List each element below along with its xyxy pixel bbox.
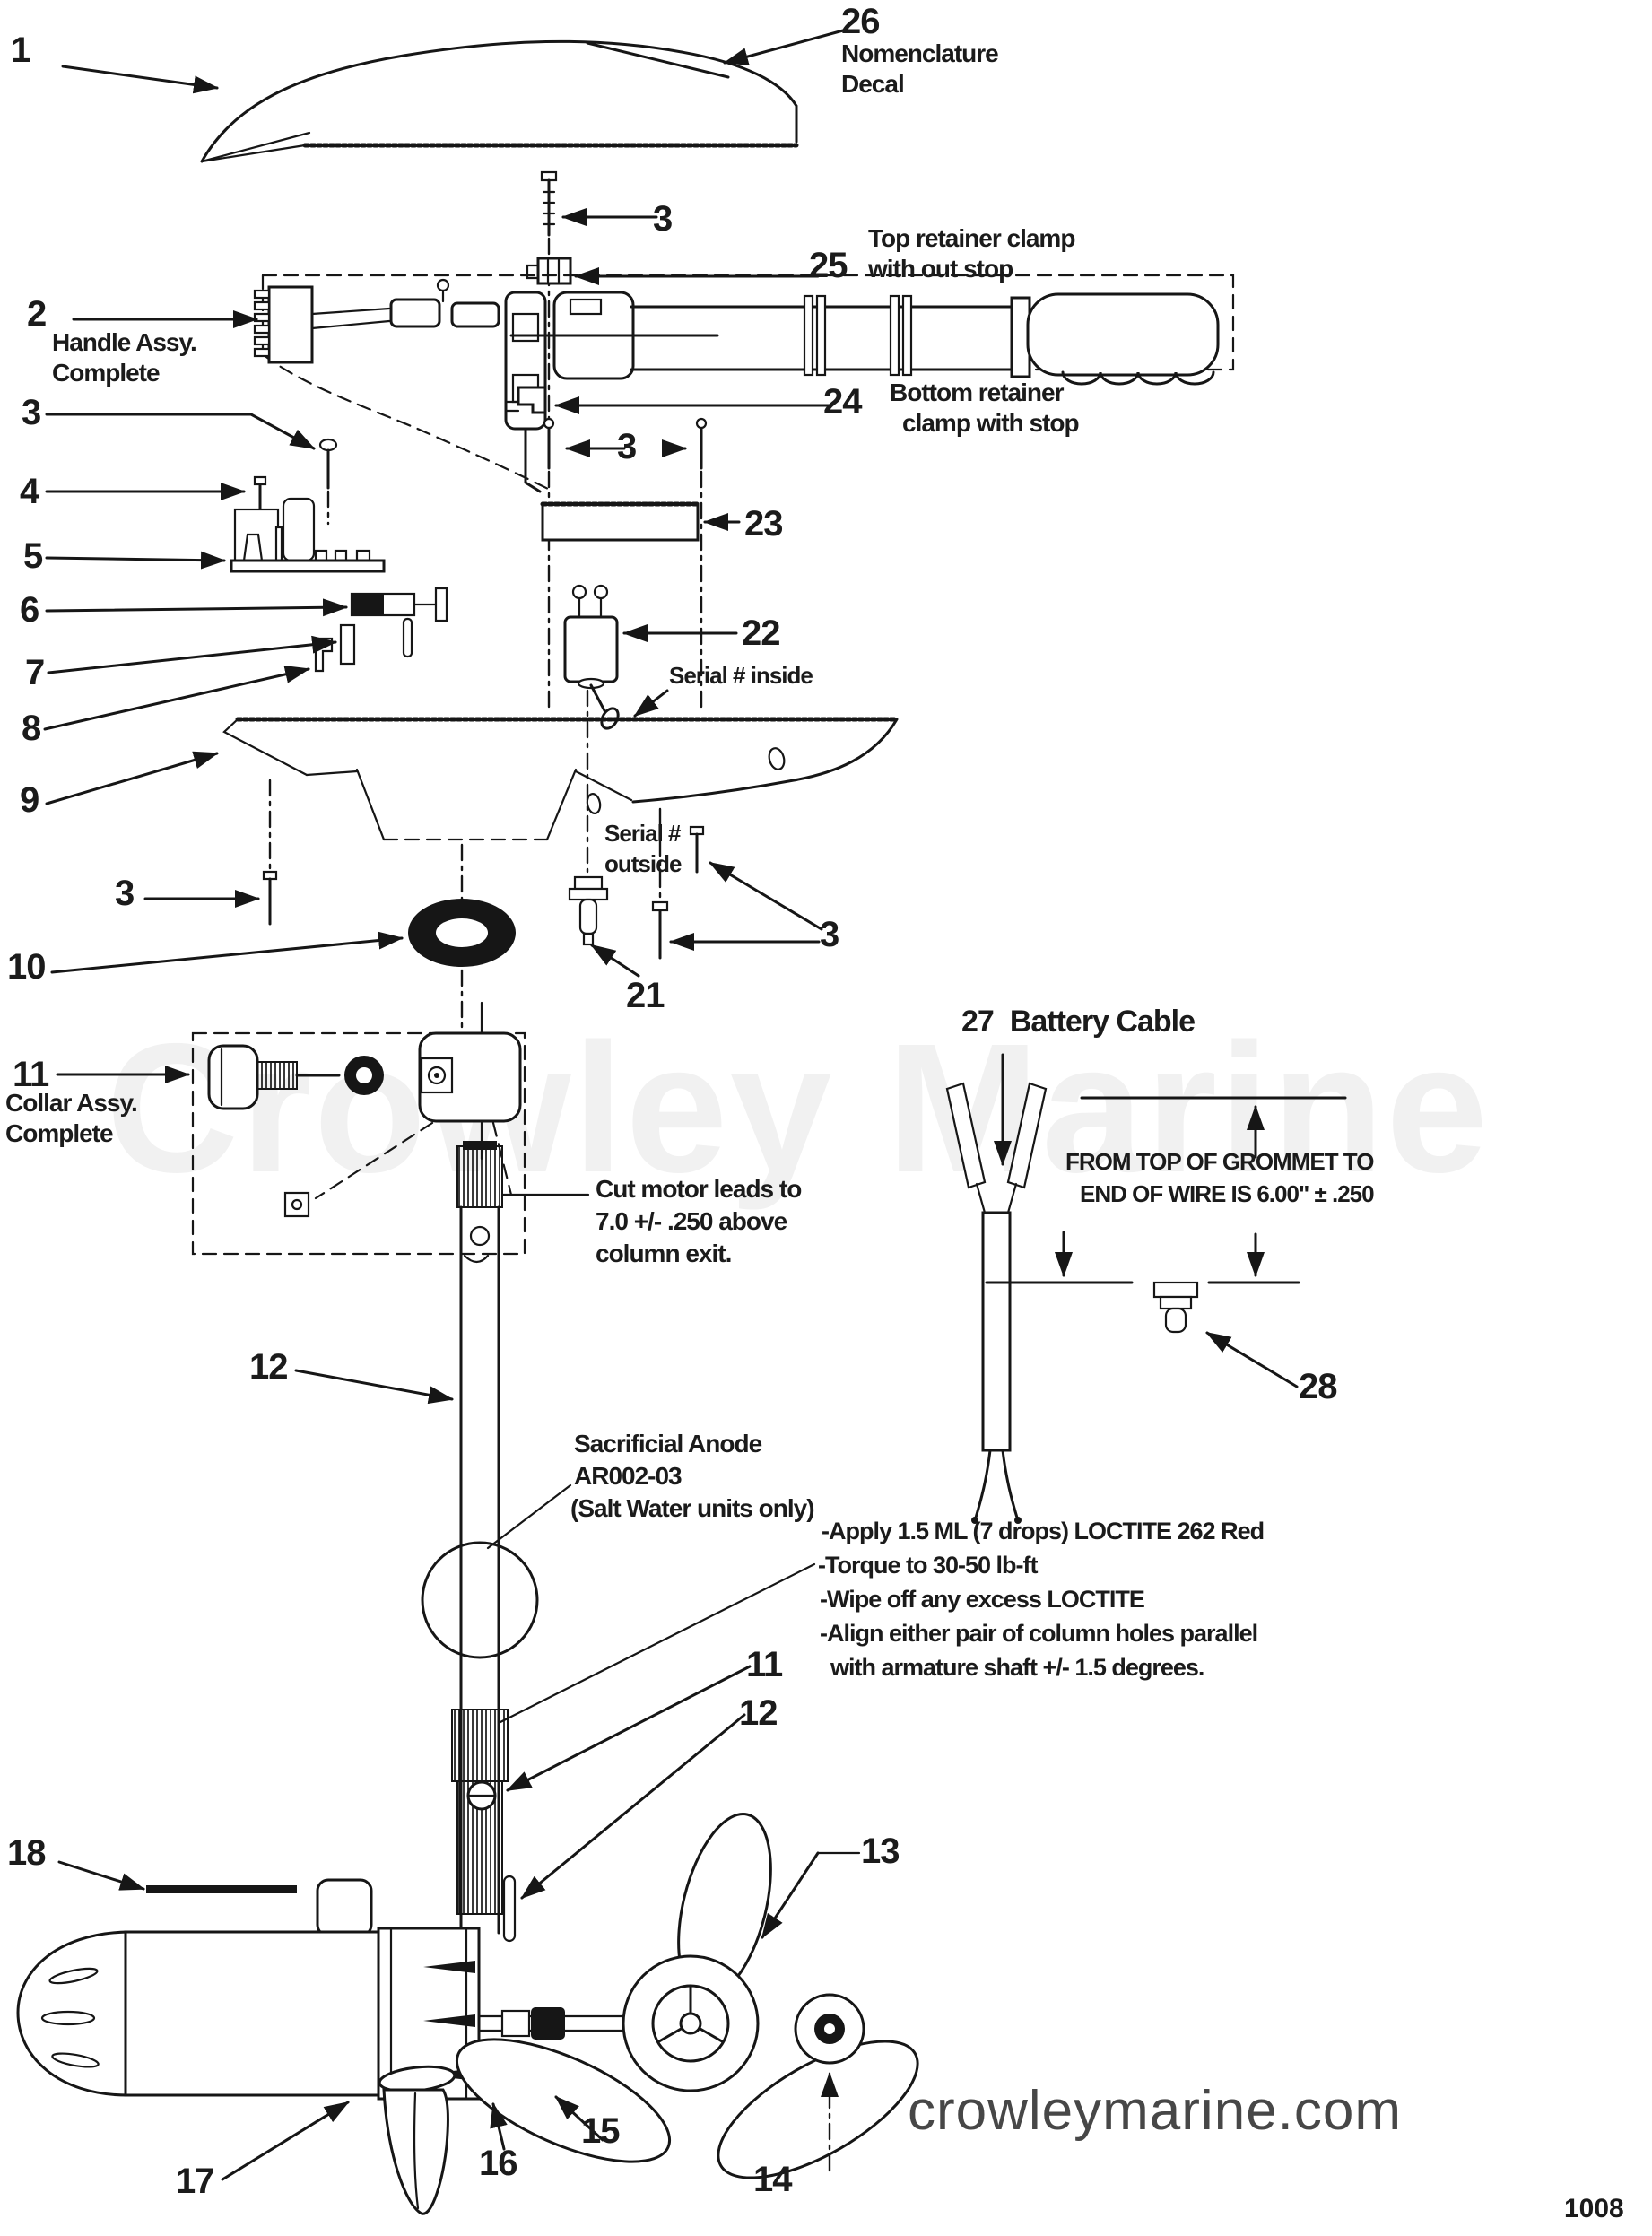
callout-18: 18 bbox=[7, 1833, 46, 1873]
callout-8: 8 bbox=[22, 709, 41, 748]
site-watermark: crowleymarine.com bbox=[908, 2080, 1403, 2142]
callout-24: 24 bbox=[823, 382, 862, 422]
screw-pair-3-drawing bbox=[543, 417, 708, 470]
callout-23: 23 bbox=[744, 504, 783, 544]
collar-assembly-drawing bbox=[191, 1031, 526, 1256]
callout-7: 7 bbox=[25, 653, 45, 692]
o-ring-drawing bbox=[408, 899, 516, 967]
note-collar-2: Complete bbox=[5, 1119, 114, 1147]
callout-3-serial: 3 bbox=[820, 915, 839, 954]
callout-17: 17 bbox=[176, 2162, 214, 2201]
note-serial-outside-1: Serial # bbox=[604, 820, 682, 847]
hidden-centerlines bbox=[268, 237, 703, 1161]
note-cut-leads-3: column exit. bbox=[596, 1240, 732, 1267]
callout-12-motor: 12 bbox=[739, 1693, 778, 1733]
callout-27: 27 bbox=[961, 1005, 995, 1039]
bottom-retainer-clamp-drawing bbox=[504, 386, 547, 414]
callout-22: 22 bbox=[742, 613, 780, 653]
page-number: 1008 bbox=[1564, 2194, 1624, 2223]
small-parts-drawing bbox=[230, 438, 448, 673]
note-handle-2: Complete bbox=[52, 359, 161, 387]
handle-assembly-drawing bbox=[253, 278, 1220, 493]
callout-3-top: 3 bbox=[653, 199, 673, 239]
callout-6: 6 bbox=[20, 590, 39, 630]
callout-16: 16 bbox=[479, 2144, 517, 2183]
note-loctite-3: -Wipe off any excess LOCTITE bbox=[820, 1586, 1145, 1613]
note-top-retainer-1: Top retainer clamp bbox=[868, 224, 1075, 252]
lower-cover-drawing bbox=[222, 717, 900, 841]
grommet-dimension-drawing bbox=[985, 1096, 1347, 1334]
grommet-21-drawing bbox=[568, 875, 609, 946]
callout-21: 21 bbox=[626, 976, 665, 1015]
column-drawing bbox=[421, 1141, 539, 1943]
note-anode-1: Sacrificial Anode bbox=[574, 1430, 762, 1457]
callout-10: 10 bbox=[7, 947, 46, 987]
callout-3-pair: 3 bbox=[617, 427, 637, 466]
note-grommet-dim-1: FROM TOP OF GROMMET TO bbox=[1065, 1148, 1374, 1175]
note-handle-1: Handle Assy. bbox=[52, 328, 197, 356]
note-grommet-dim-2: END OF WIRE IS 6.00" ± .250 bbox=[1080, 1180, 1375, 1207]
note-nomenclature-2: Decal bbox=[841, 70, 905, 98]
note-serial-outside-2: outside bbox=[604, 850, 682, 877]
note-bottom-retainer-2: clamp with stop bbox=[902, 409, 1080, 437]
callout-1: 1 bbox=[11, 30, 30, 70]
note-anode-2: AR002-03 bbox=[574, 1462, 683, 1490]
note-loctite-5: with armature shaft +/- 1.5 degrees. bbox=[830, 1654, 1204, 1681]
callout-13: 13 bbox=[861, 1831, 900, 1871]
battery-cable-heading: 27 Battery Cable bbox=[961, 1005, 1196, 1039]
screw-3-top-drawing bbox=[540, 170, 558, 237]
callout-28: 28 bbox=[1299, 1367, 1337, 1406]
note-cut-leads-1: Cut motor leads to bbox=[596, 1175, 802, 1203]
note-loctite-1: -Apply 1.5 ML (7 drops) LOCTITE 262 Red bbox=[822, 1518, 1265, 1544]
callout-3-handle: 3 bbox=[22, 393, 41, 432]
note-loctite-4: -Align either pair of column holes paral… bbox=[820, 1620, 1258, 1647]
callout-25: 25 bbox=[809, 246, 848, 285]
note-nomenclature-1: Nomenclature bbox=[841, 39, 999, 67]
note-bottom-retainer-1: Bottom retainer bbox=[890, 378, 1064, 406]
callout-14: 14 bbox=[753, 2160, 792, 2199]
note-loctite-2: -Torque to 30-50 lb-ft bbox=[818, 1552, 1038, 1579]
note-collar-1: Collar Assy. bbox=[5, 1089, 138, 1117]
battery-cable-drawing bbox=[945, 1082, 1048, 1524]
note-battery-cable: Battery Cable bbox=[1009, 1005, 1196, 1039]
callout-11-column: 11 bbox=[746, 1645, 783, 1684]
head-cover-drawing bbox=[200, 39, 799, 163]
plate-23-drawing bbox=[540, 501, 700, 542]
callout-5: 5 bbox=[23, 536, 43, 576]
serial-screws-drawing bbox=[262, 825, 705, 960]
callout-15: 15 bbox=[581, 2111, 620, 2151]
note-anode-3: (Salt Water units only) bbox=[570, 1494, 815, 1522]
note-cut-leads-2: 7.0 +/- .250 above bbox=[596, 1207, 787, 1235]
callout-2: 2 bbox=[27, 294, 47, 334]
callout-4: 4 bbox=[20, 472, 39, 511]
callout-11-collar: 11 bbox=[13, 1055, 49, 1094]
leader-arrows bbox=[43, 29, 1299, 2181]
callout-3-housing: 3 bbox=[115, 874, 135, 913]
note-top-retainer-2: with out stop bbox=[868, 255, 1013, 283]
note-serial-inside: Serial # inside bbox=[669, 662, 813, 689]
switch-22-drawing bbox=[563, 584, 620, 730]
callout-9: 9 bbox=[20, 780, 39, 820]
callout-26: 26 bbox=[841, 2, 880, 41]
callout-12-column: 12 bbox=[249, 1347, 288, 1387]
top-retainer-clamp-drawing bbox=[526, 257, 572, 285]
